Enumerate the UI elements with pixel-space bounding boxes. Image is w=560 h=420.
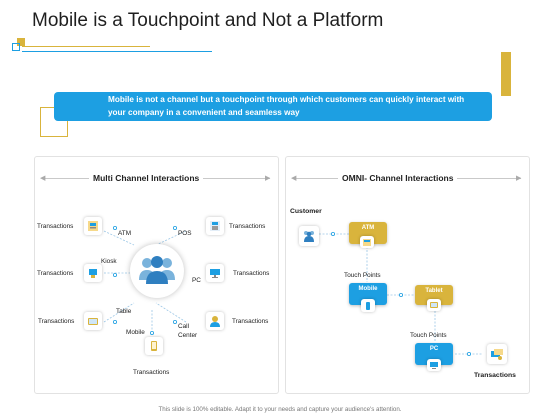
banner [54,92,492,121]
atm-icon [84,217,102,235]
mobile-box-label: Mobile [358,286,378,292]
pc-box-label: PC [429,346,439,352]
transactions-label-table: Transactions [38,318,75,325]
customer-label: Customer [290,208,322,215]
channel-label-kiosk: Kiosk [101,258,117,265]
channel-label-table: Table [116,308,132,315]
tablet-box-icon [427,299,441,311]
title-underline-blue [22,51,212,52]
omni-connectors [319,232,483,356]
pc-icon [206,264,224,282]
touch-points-label-1: Touch Points [344,272,381,279]
pc-box: PC [415,343,453,365]
channel-label-atm: ATM [118,230,132,237]
transactions-label-pc: Transactions [233,270,270,277]
atm-box: ATM [349,222,387,244]
banner-gold-bar [501,52,511,96]
omni-channel-title: OMNI- Channel Interactions [338,173,458,183]
atm-box-icon [360,236,374,248]
pc-box-icon [427,359,441,371]
transactions-label-atm: Transactions [37,223,74,230]
atm-box-label: ATM [361,225,375,231]
footer-note: This slide is 100% editable. Adapt it to… [158,406,402,413]
right-title-arrow-right: ▶ [516,175,522,182]
transactions-label-pos: Transactions [229,223,266,230]
pos-icon [206,217,224,235]
title-square-gold [17,38,25,46]
channel-label-pc: PC [192,277,201,284]
table-icon [84,312,102,330]
title-square-outline [12,43,20,51]
banner-text: Mobile is not a channel but a touchpoint… [108,95,465,117]
transactions-icon [487,344,507,364]
call-center-icon [206,312,224,330]
kiosk-icon [84,264,102,282]
page-title: Mobile is a Touchpoint and Not a Platfor… [32,10,384,31]
customer-icon [299,226,319,246]
mobile-icon [145,337,163,355]
tablet-box: Tablet [415,285,453,305]
touch-points-label-2: Touch Points [410,332,447,339]
transactions-label-call-center: Transactions [232,318,269,325]
right-title-arrow-left: ◀ [291,175,297,182]
left-title-arrow-left: ◀ [40,175,46,182]
omni-transactions-label: Transactions [474,372,516,379]
title-underline-gold [22,46,150,47]
channel-label-mobile: Mobile [126,329,145,336]
left-title-arrow-right: ▶ [265,175,271,182]
tablet-box-label: Tablet [425,288,443,294]
channel-label-pos: POS [178,230,192,237]
mobile-box: Mobile [349,283,387,305]
mobile-box-icon [361,299,375,312]
transactions-label-kiosk: Transactions [37,270,74,277]
channel-label-call-center: Call Center [178,322,202,340]
call-center-text: Call Center [178,323,198,339]
multi-channel-title: Multi Channel Interactions [89,173,204,183]
transactions-label-mobile: Transactions [133,369,170,376]
customers-hub-icon [139,256,175,284]
